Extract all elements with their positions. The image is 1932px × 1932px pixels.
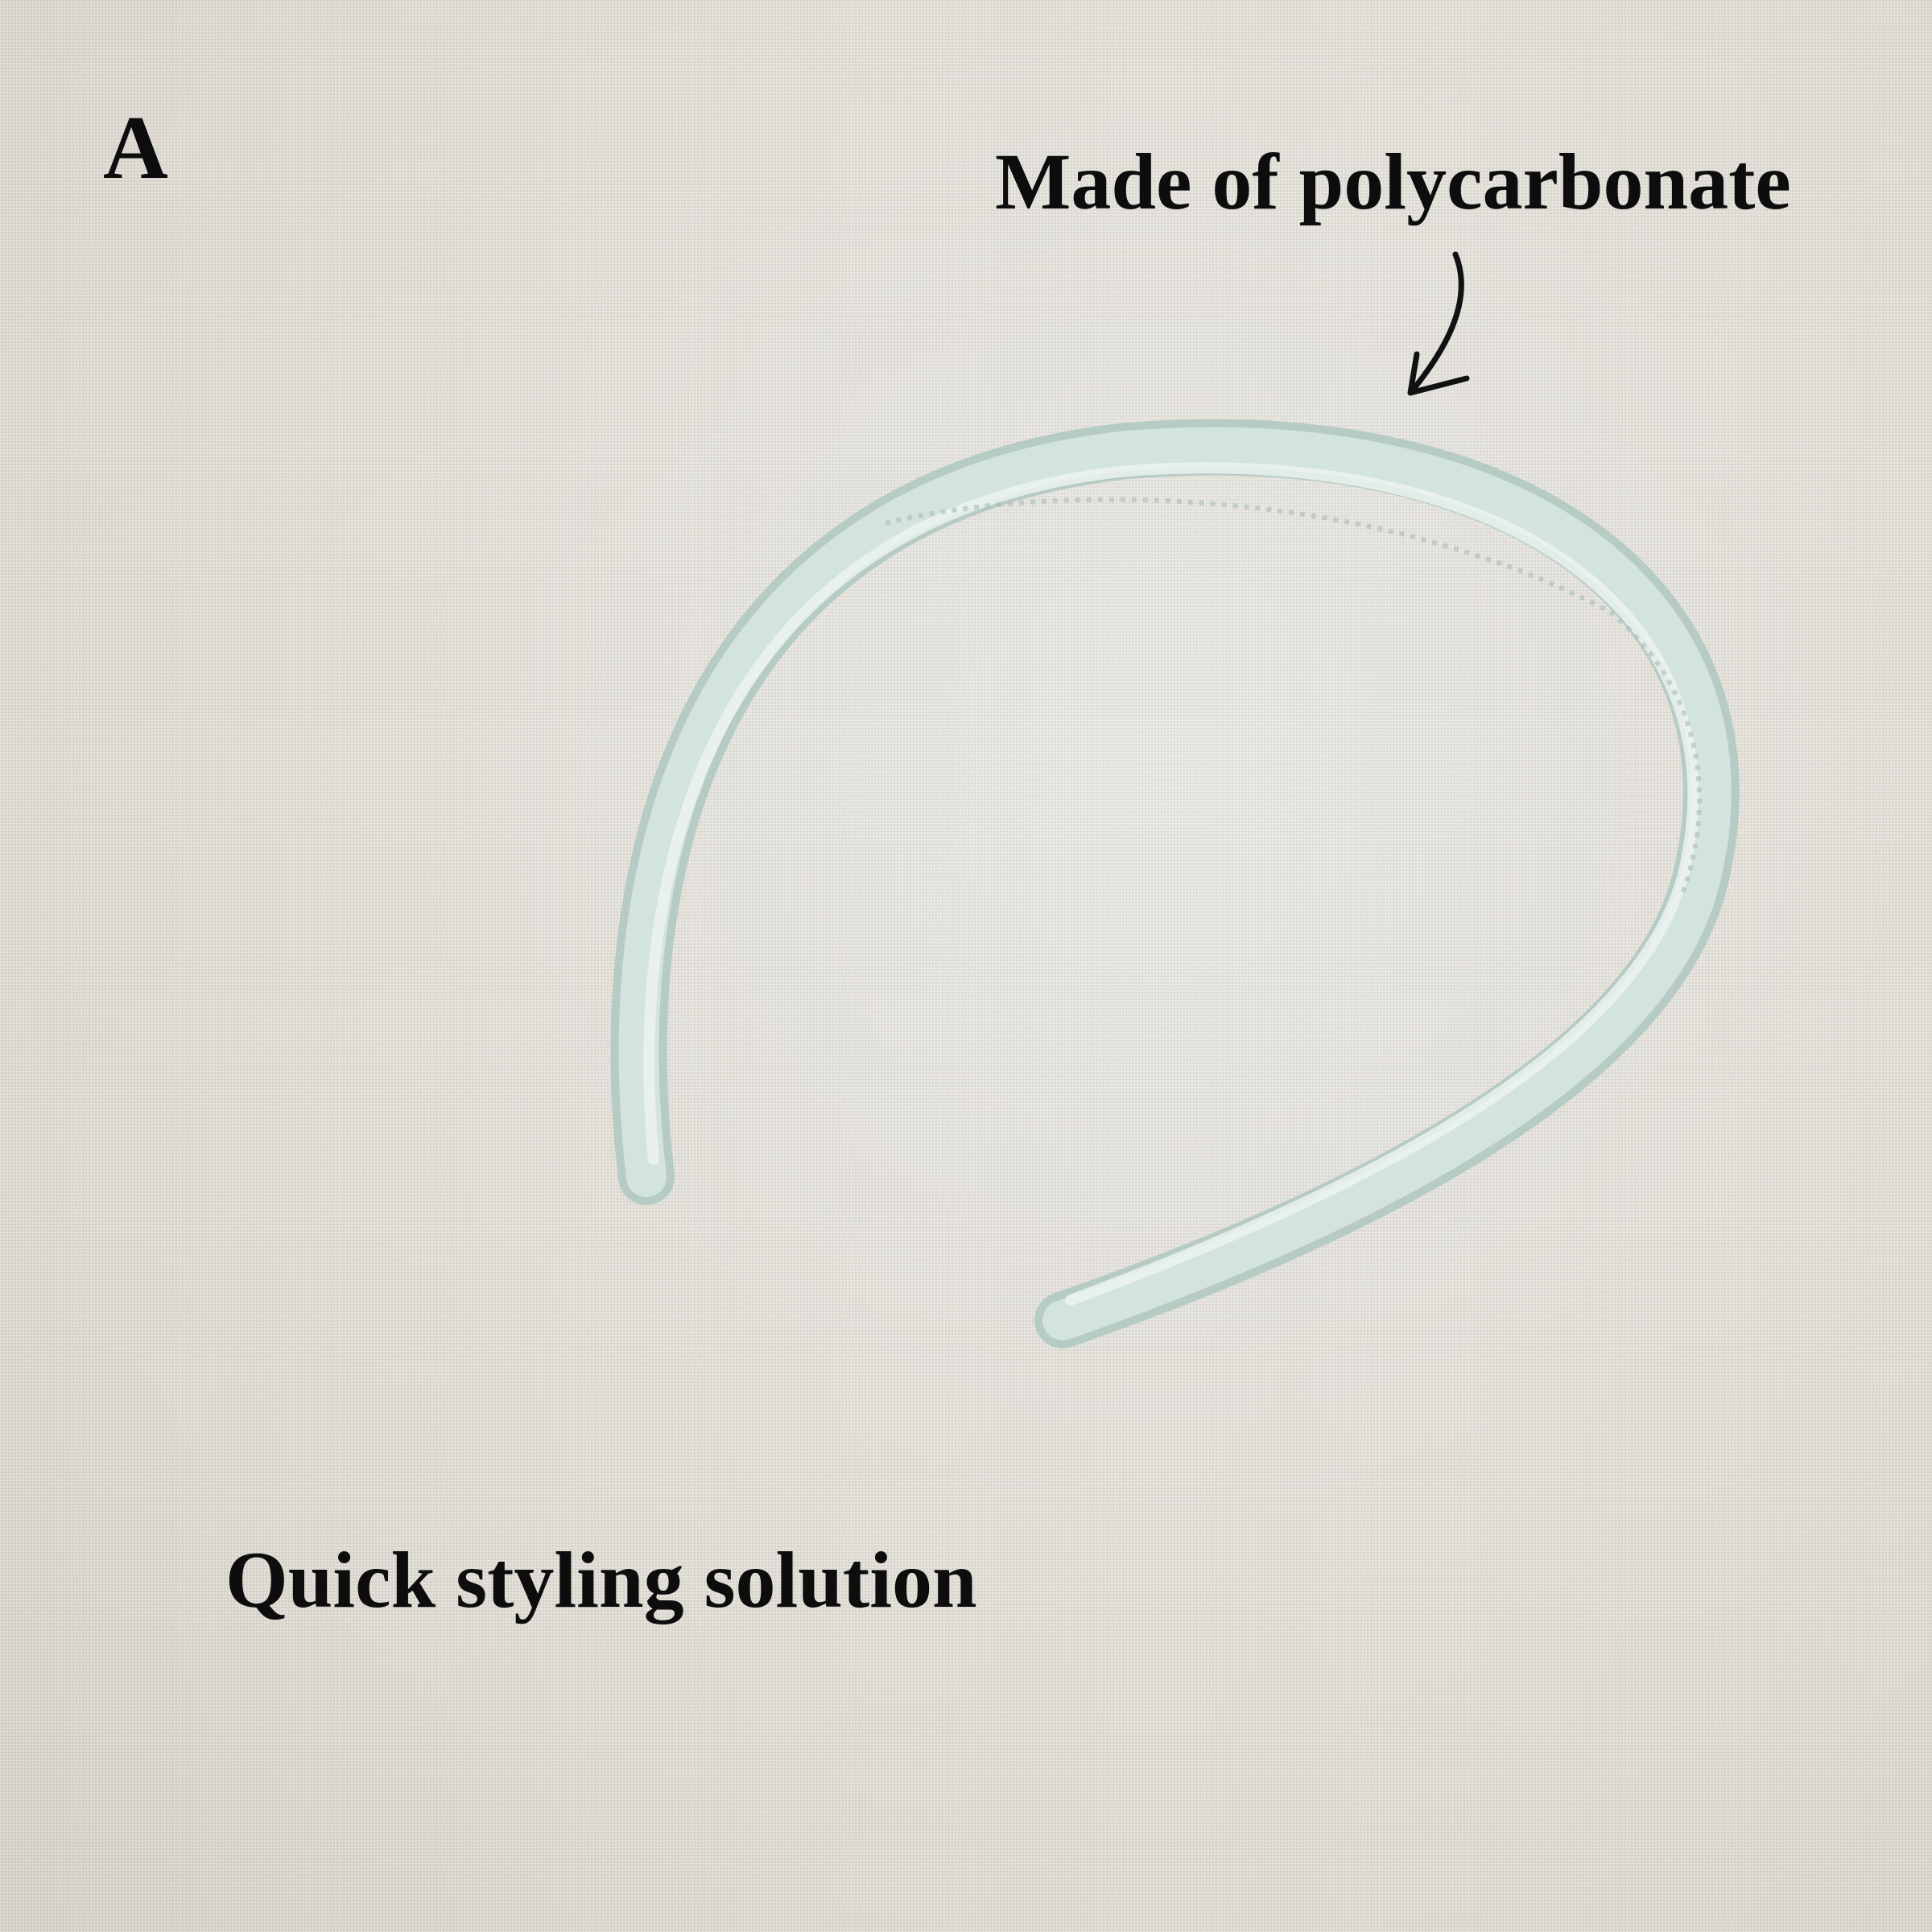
material-callout: Made of polycarbonate bbox=[995, 137, 1791, 226]
arrow-icon bbox=[1407, 251, 1470, 396]
tagline: Quick styling solution bbox=[225, 1535, 977, 1624]
headband bbox=[610, 419, 1740, 1348]
variant-label: A bbox=[103, 98, 168, 198]
